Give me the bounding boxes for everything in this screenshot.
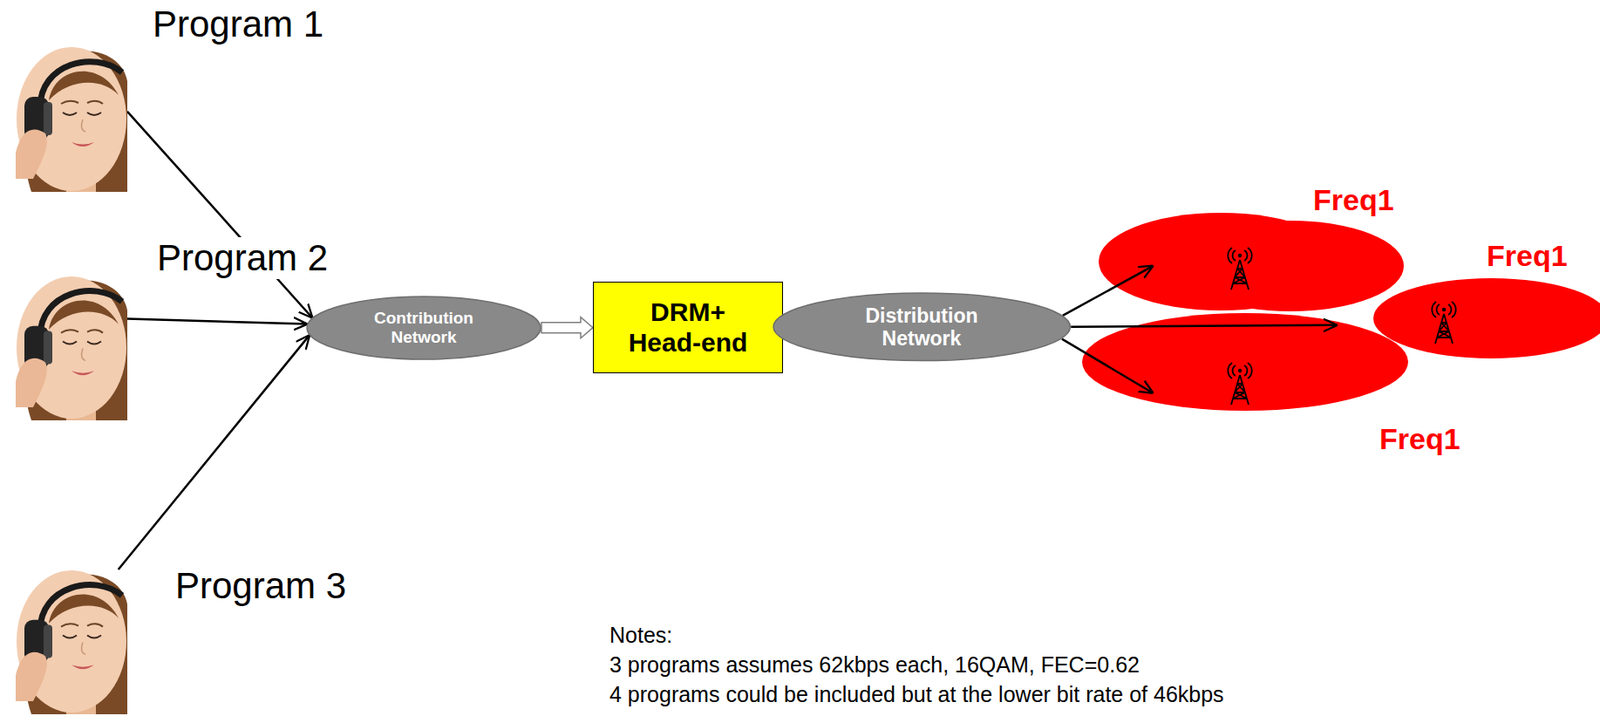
tower-icon [1227,247,1252,290]
face [16,570,127,713]
nose [81,347,86,361]
tower-mast [1231,259,1249,290]
program-source: Program 1 [15,46,128,192]
eye [62,635,77,639]
brow [61,329,79,333]
eye [62,112,77,116]
network-label: Contribution Network [358,308,490,348]
label-anchor: 3 programs assumes 62kbps each, 16QAM, F… [609,652,1140,678]
arrow-line [1062,339,1153,394]
eye [62,341,77,345]
lips [71,142,95,147]
lips [71,370,95,375]
label-anchor: Freq1 [1377,422,1463,457]
lips [71,664,95,669]
brow [87,101,103,104]
ear-pad [43,331,53,365]
headend-box: DRM+ Head-end [592,281,783,374]
coverage-area: Freq1 [1152,354,1328,454]
note-text: Notes: [609,622,673,648]
ellipse-fill [306,296,541,360]
tower-dot [1238,368,1242,373]
hair-fringe [48,300,119,330]
eye [87,341,102,345]
hand [15,129,48,179]
arrow-line [118,335,310,570]
hand [15,652,48,702]
brow [87,329,103,333]
program-source: Program 2 [15,275,128,421]
network-label: Distribution Network [843,304,1001,351]
program-label: Program 3 [173,565,348,607]
tower-dot [1238,253,1242,258]
nose [81,641,86,654]
hair-fringe [48,594,119,624]
block-arrow [541,317,593,339]
frequency-label: Freq1 [1484,238,1570,273]
coverage-blob [1177,220,1404,312]
tower-icon [1227,362,1252,405]
tower-mast [1435,313,1453,344]
eye [87,112,102,116]
face-illustration [15,46,128,192]
frequency-label: Freq1 [1377,422,1463,457]
label-anchor: Program 1 [150,3,326,46]
headband [40,291,123,337]
headend-label: DRM+ Head-end [613,297,763,358]
program-label: Program 2 [155,237,330,280]
face-illustration [15,569,128,715]
hair-fringe [48,71,119,101]
arrow-line [127,111,313,318]
label-anchor: Program 3 [173,565,348,607]
headband [40,585,123,631]
program-label: Program 1 [150,3,326,46]
ellipse-fill [773,292,1070,361]
tower-mast [1231,374,1249,405]
face-illustration [15,275,128,421]
face [16,276,127,419]
network-ellipse: Contribution Network [306,295,542,361]
brow [87,623,103,627]
network-ellipse: Distribution Network [772,292,1071,362]
arrow-line [1070,325,1337,327]
coverage-area: Freq1 [1336,296,1552,354]
tower-dot [1442,307,1446,312]
brow [61,101,79,104]
tower-icon [1431,301,1456,344]
label-anchor: Notes: [609,622,673,648]
eye [87,635,102,639]
face [16,47,127,191]
note-text: 4 programs could be included but at the … [609,681,1225,708]
coverage-blob [1373,278,1600,359]
program-source: Program 3 [15,569,128,715]
brow [61,623,79,627]
coverage-blob [1082,313,1409,411]
ear-pad [43,625,53,659]
nose [81,119,86,132]
arrow-line [127,318,307,324]
label-anchor: Freq1 [1484,238,1570,273]
ear-pad [43,102,53,136]
note-text: 3 programs assumes 62kbps each, 16QAM, F… [609,652,1140,678]
headband [40,61,123,108]
connectors [118,111,1337,570]
label-anchor: 4 programs could be included but at the … [609,681,1225,708]
label-anchor: Freq1 [1311,183,1396,218]
label-anchor: Program 2 [155,237,330,280]
coverage-area: Freq1 [1152,209,1328,301]
frequency-label: Freq1 [1311,183,1396,218]
arrow-line [1062,265,1153,316]
coverage-areas [1082,212,1600,411]
hand [15,358,48,408]
